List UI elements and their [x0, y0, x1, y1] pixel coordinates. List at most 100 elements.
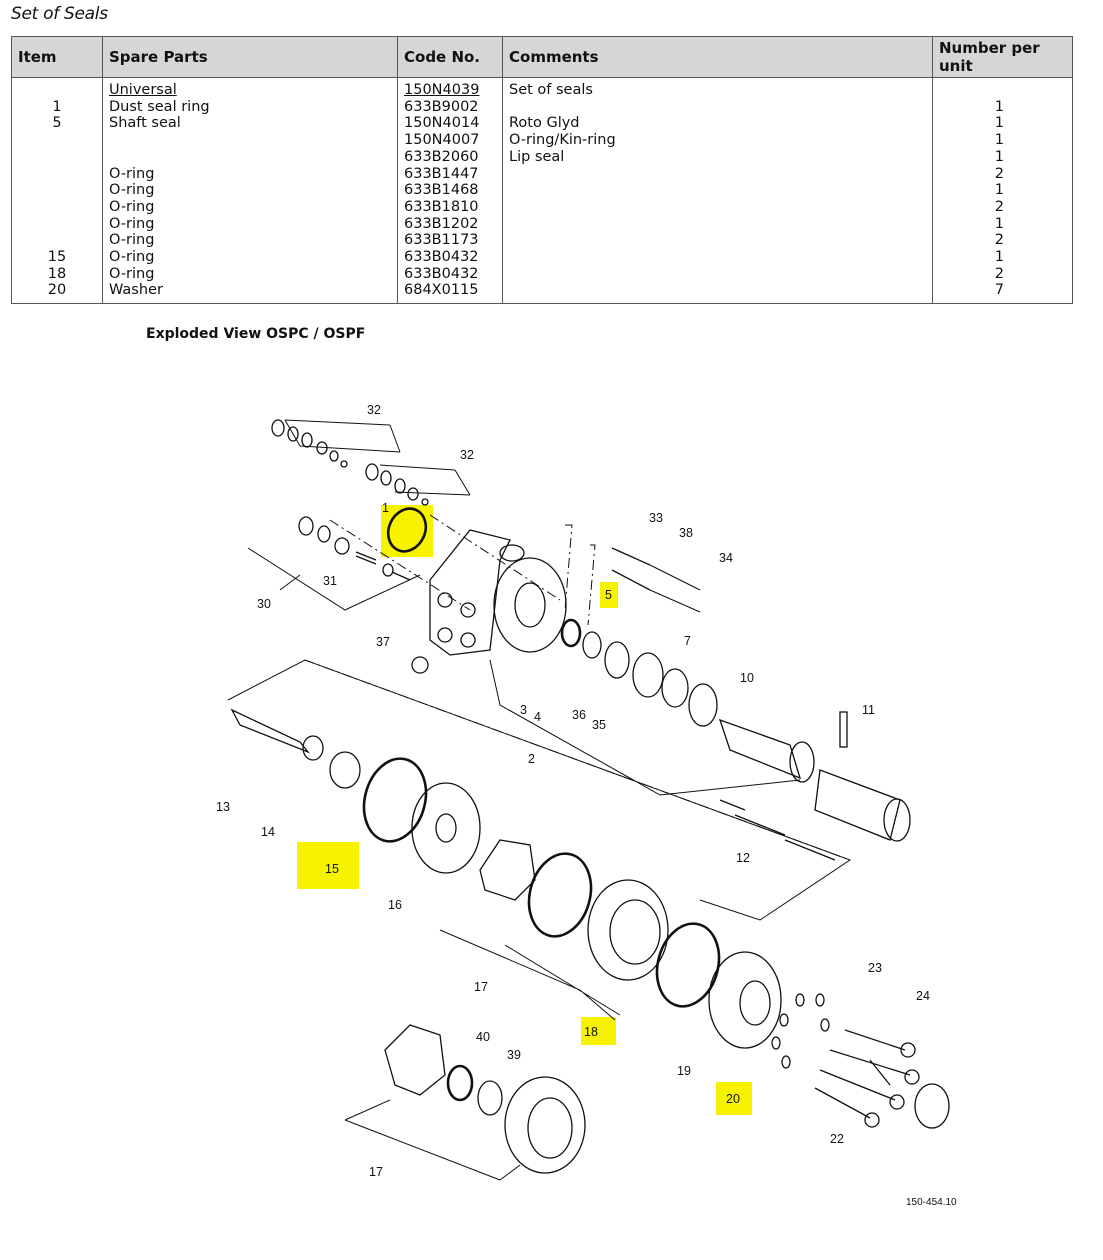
cell-number-per-unit: 1 [932, 215, 1073, 233]
end-cover-19 [708, 951, 782, 1049]
highlight-item-5 [600, 582, 618, 608]
callout-label-17: 17 [474, 980, 488, 994]
distributor-plate-16 [411, 782, 481, 874]
o-ring-40 [446, 1064, 474, 1102]
cell-number-per-unit: 2 [932, 265, 1073, 283]
callout-label-19: 19 [677, 1064, 691, 1078]
bearing-7 [632, 652, 664, 698]
callout-label-36: 36 [572, 708, 586, 722]
callout-label-37: 37 [376, 635, 390, 649]
cell-number-per-unit: 2 [932, 165, 1073, 183]
callout-label-32: 32 [367, 403, 381, 417]
header-spare-parts: Spare Parts [102, 36, 398, 78]
callout-label-23: 23 [868, 961, 882, 975]
o-ring-18a [527, 852, 593, 938]
header-comments: Comments [502, 36, 933, 78]
callout-label-24: 24 [916, 989, 930, 1003]
springs-33-38 [611, 547, 701, 613]
cell-comment: Set of seals [502, 77, 933, 99]
callout-label-22: 22 [830, 1132, 844, 1146]
cell-code-no: 633B1202 [397, 215, 503, 233]
cell-code-no: 633B1810 [397, 198, 503, 216]
header-code-no: Code No. [397, 36, 503, 78]
callout-label-1: 1 [382, 501, 389, 515]
washer [604, 641, 630, 679]
plug-37 [411, 656, 429, 674]
highlight-item-20 [716, 1082, 752, 1115]
o-ring-15 [362, 757, 428, 843]
callout-label-15: 15 [325, 862, 339, 876]
callout-label-40: 40 [476, 1030, 490, 1044]
o-ring-39 [477, 1080, 503, 1116]
valve-kit-32a [271, 419, 401, 468]
cell-comment: Lip seal [502, 148, 933, 166]
lip-seal-10 [688, 683, 718, 727]
pin-brackets [564, 524, 596, 626]
washers-20 [771, 993, 830, 1069]
springs-12 [719, 799, 836, 861]
washer-b [661, 668, 689, 708]
cell-number-per-unit: 2 [932, 232, 1073, 250]
cell-code-no: 684X0115 [397, 282, 503, 305]
cell-code-no: 633B9002 [397, 98, 503, 116]
dust-seal-ring-1 [386, 507, 428, 553]
cell-number-per-unit: 1 [932, 148, 1073, 166]
cell-code-no: 633B1447 [397, 165, 503, 183]
cell-code-no: 150N4039 [397, 77, 503, 99]
cell-spare-part: O-ring [102, 165, 398, 183]
cell-spare-part: O-ring [102, 265, 398, 283]
table-header-row: Item Spare Parts Code No. Comments Numbe… [11, 36, 1073, 78]
gear-rim-17b-inner [527, 1097, 573, 1159]
callout-label-32: 32 [460, 448, 474, 462]
distributor-plate-hole [435, 813, 457, 843]
cell-number-per-unit: 1 [932, 132, 1073, 149]
shaft-seal-roto-glyd [582, 631, 602, 659]
callout-label-3: 3 [520, 703, 527, 717]
callout-label-38: 38 [679, 526, 693, 540]
seals-table: Item Spare Parts Code No. Comments Numbe… [11, 36, 1073, 305]
cell-spare-part: O-ring [102, 198, 398, 216]
cell-number-per-unit: 1 [932, 249, 1073, 266]
cell-comment: O-ring/Kin-ring [502, 132, 933, 149]
callout-label-4: 4 [534, 710, 541, 724]
cell-number-per-unit: 2 [932, 198, 1073, 216]
cell-number-per-unit [932, 77, 1073, 99]
gearwheel [479, 839, 536, 901]
cell-spare-part: Dust seal ring [102, 98, 398, 116]
callout-label-12: 12 [736, 851, 750, 865]
section-title: Set of Seals [11, 4, 108, 24]
lower-frame [344, 1099, 521, 1181]
spool-sleeve [718, 718, 911, 842]
callout-label-17: 17 [369, 1165, 383, 1179]
gear-rim-inner [609, 899, 661, 965]
name-plate-24 [914, 1083, 950, 1129]
cell-spare-part: O-ring [102, 182, 398, 199]
axis-line [329, 514, 561, 611]
pin-11 [839, 711, 848, 748]
cell-number-per-unit: 7 [932, 282, 1073, 305]
cell-code-no: 633B2060 [397, 148, 503, 166]
cell-number-per-unit: 1 [932, 115, 1073, 133]
cell-item: 20 [11, 282, 103, 305]
cell-spare-part: Washer [102, 282, 398, 305]
callout-label-2: 2 [528, 752, 535, 766]
cell-item: 18 [11, 265, 103, 283]
callout-label-35: 35 [592, 718, 606, 732]
callout-label-39: 39 [507, 1048, 521, 1062]
callout-label-10: 10 [740, 671, 754, 685]
cell-spare-part: Universal [102, 77, 398, 99]
cell-spare-part: O-ring [102, 249, 398, 266]
cell-code-no: 150N4007 [397, 132, 503, 149]
callout-label-16: 16 [388, 898, 402, 912]
o-ring-18b [655, 922, 721, 1008]
